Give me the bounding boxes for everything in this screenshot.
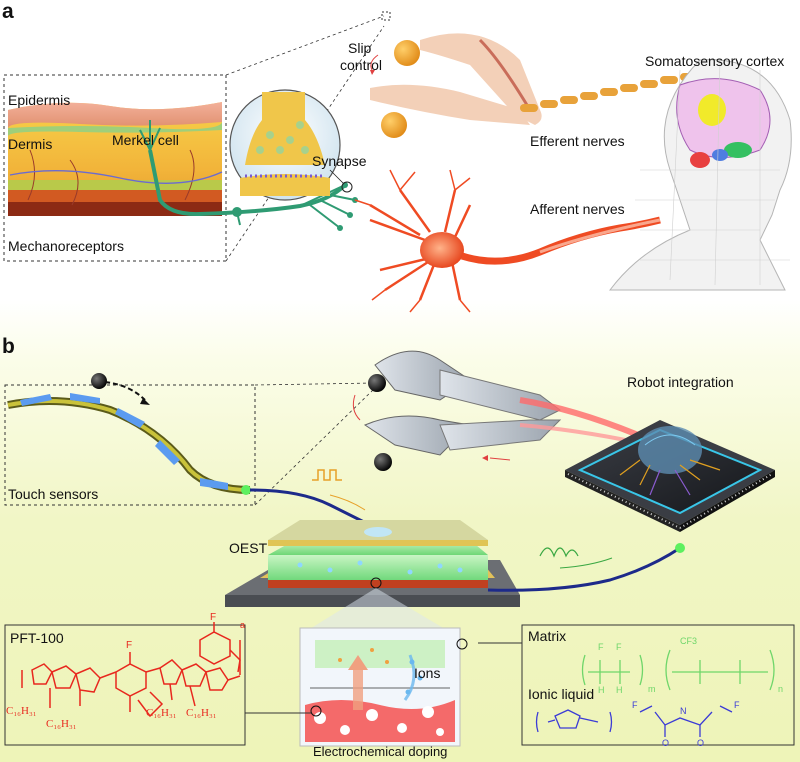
matrix-subscript-n: n [778, 684, 784, 694]
pft-fluorine-1: F [126, 640, 133, 651]
efferent-nerve [520, 73, 698, 112]
pft-subscript-a: a [240, 620, 246, 630]
ionic-liquid-structure [535, 705, 733, 737]
robot-hand-arm [352, 350, 652, 471]
pft100-label: PFT-100 [10, 630, 64, 646]
matrix-h-2: H [616, 685, 623, 695]
ionic-n: N [680, 706, 687, 716]
human-head [608, 59, 792, 291]
robot-integration-label: Robot integration [627, 374, 734, 390]
pft100-box [4, 624, 246, 746]
human-hand-arm [370, 33, 542, 126]
afferent-neuron [354, 169, 661, 313]
dermis-label: Dermis [8, 136, 53, 152]
pft-substituent-4: C₁₆H₃₁ [186, 707, 217, 719]
pft-fluorine-2: F [210, 612, 217, 623]
ionic-o-2: O [697, 738, 705, 748]
merkel-fiber [148, 149, 347, 217]
afferent-nerves-label: Afferent nerves [530, 201, 625, 217]
matrix-f-2: F [616, 642, 622, 652]
epidermis-label: Epidermis [8, 92, 71, 108]
electrochemical-doping-label: Electrochemical doping [313, 744, 448, 759]
flexible-sensor-strip [7, 373, 251, 495]
oest-device [225, 520, 520, 607]
efferent-nerves-label: Efferent nerves [530, 133, 625, 149]
pft-substituent-1: C₁₆H₃₁ [6, 705, 37, 717]
panel-a-letter: a [2, 0, 14, 23]
touch-sensors-label: Touch sensors [8, 486, 99, 502]
panel-b-letter: b [2, 335, 15, 358]
ball-bottom [381, 112, 407, 138]
matrix-cf3: CF3 [680, 636, 698, 646]
touch-sensor-box [4, 384, 256, 506]
matrix-label: Matrix [528, 628, 567, 644]
mechanoreceptors-label: Mechanoreceptors [8, 238, 124, 254]
neuromorphic-chip [565, 420, 775, 532]
matrix-h-1: H [598, 685, 605, 695]
pft-substituent-3: C₁₆H₃₁ [146, 707, 177, 719]
doping-inset [299, 627, 468, 747]
oest-label: OEST [229, 540, 268, 556]
skin-inset-box [3, 74, 227, 262]
matrix-box [521, 624, 795, 746]
synapse-inset [229, 89, 341, 201]
ionic-f-1: F [632, 700, 638, 710]
matrix-f-1: F [598, 642, 604, 652]
synapse-label: Synapse [312, 153, 367, 169]
pft100-structure [21, 622, 241, 718]
merkel-cell-label: Merkel cell [112, 132, 179, 148]
matrix-structure [581, 649, 775, 691]
ionic-f-2: F [734, 700, 740, 710]
skin-block [8, 102, 223, 216]
matrix-subscript-m: m [648, 684, 656, 694]
ionic-o-1: O [662, 738, 670, 748]
ball-top [394, 40, 420, 66]
ions-label: Ions [414, 665, 441, 681]
control-label: control [340, 57, 383, 73]
slip-label: Slip [348, 40, 372, 56]
somatosensory-cortex-label: Somatosensory cortex [645, 53, 785, 69]
ionic-liquid-label: Ionic liquid [528, 686, 595, 702]
pft-substituent-2: C₁₆H₃₁ [46, 718, 77, 730]
